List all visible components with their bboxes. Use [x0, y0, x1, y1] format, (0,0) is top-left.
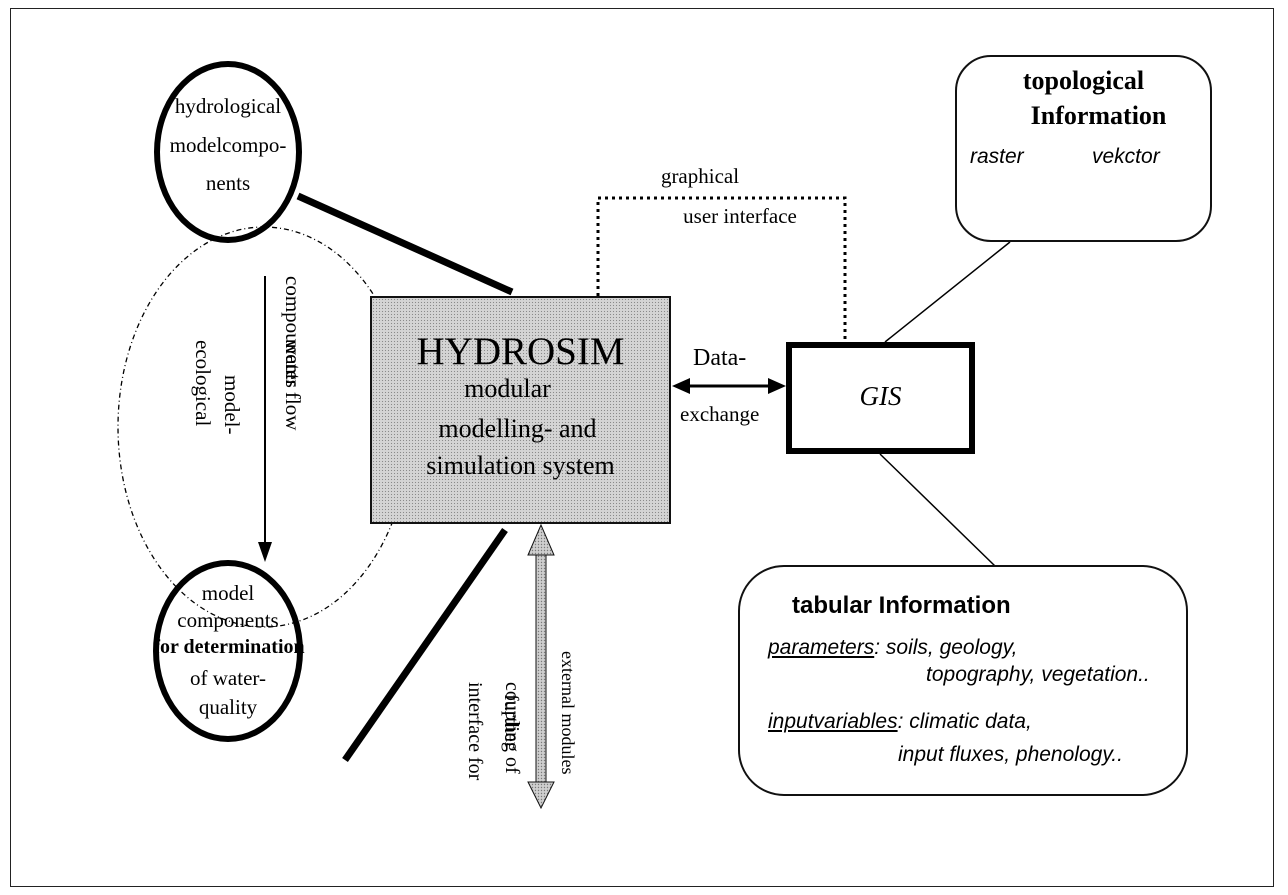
external-label-4: external modules [558, 651, 578, 775]
tabular-title: tabular Information [792, 592, 1011, 619]
input-line-2: input fluxes, phenology.. [898, 743, 1123, 766]
tabular-info-box [738, 565, 1188, 796]
hydrological-line-2: modelcompo- [169, 133, 287, 157]
external-arrow-shaft [535, 544, 547, 792]
parameters-line-1: parameters: soils, geology, [768, 637, 1017, 658]
vector-label: vekctor [1092, 145, 1160, 168]
hydrosim-box [370, 296, 671, 524]
external-label-1: interface for [464, 682, 486, 781]
topological-title-1: topological [1022, 66, 1145, 95]
hydrological-line-1: hydrological [174, 94, 282, 118]
gui-label-2: user interface [683, 204, 797, 228]
hydrological-circle [154, 61, 302, 243]
input-rest: : climatic data, [897, 710, 1032, 733]
quality-circle [153, 560, 303, 742]
parameters-rest: : soils, geology, [874, 636, 1018, 659]
hydrological-line-3: nents [205, 171, 251, 195]
parameters-key: parameters [768, 636, 875, 659]
input-key: inputvariables [768, 710, 898, 733]
topological-info-box [955, 55, 1212, 242]
hydrosim-line-2: modelling- and [438, 414, 597, 443]
gui-path [596, 196, 847, 352]
hydro-connector [296, 192, 514, 296]
ecological-label-1: ecological [191, 340, 215, 427]
quality-connector [342, 528, 508, 762]
hydrosim-title: HYDROSIM [416, 330, 625, 373]
gis-box [786, 342, 975, 454]
topological-title-2: Information [1030, 101, 1167, 130]
raster-label: raster [970, 145, 1024, 168]
quality-line-3: for determination [153, 637, 305, 657]
ecological-label-2: model- [220, 375, 244, 435]
diagram-frame [10, 8, 1274, 887]
gis-topo-connector [884, 241, 1011, 343]
input-line-1: inputvariables: climatic data, [768, 711, 1032, 732]
external-label-3: further [500, 694, 522, 749]
data-exchange-label-1: Data- [693, 345, 747, 371]
quality-line-5: quality [198, 695, 258, 719]
data-exchange-label-2: exchange [680, 402, 760, 426]
parameters-line-2: topography, vegetation.. [926, 663, 1150, 686]
hydrosim-line-1: modular [464, 374, 551, 403]
water-flow-label: water flow [281, 340, 305, 431]
hydrosim-line-3: simulation system [426, 451, 615, 480]
quality-line-2: components [177, 608, 279, 632]
gis-label: GIS [859, 381, 902, 411]
quality-line-1: model [201, 581, 255, 605]
quality-line-4: of water- [190, 666, 266, 690]
gui-label-1: graphical [660, 164, 740, 188]
gis-tab-connector [879, 453, 996, 567]
